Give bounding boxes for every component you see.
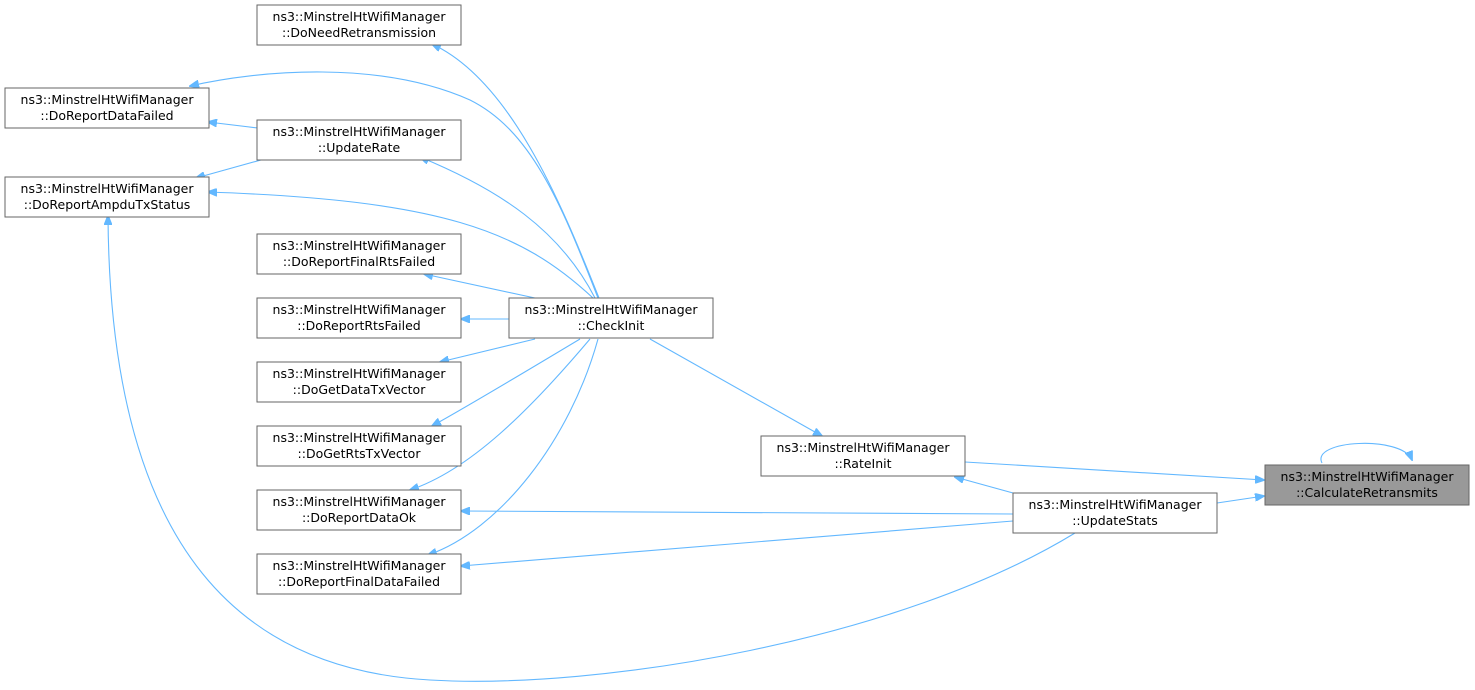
node-label-line2: ::CheckInit	[578, 318, 645, 333]
node-calculate-retransmits[interactable]: ns3::MinstrelHtWifiManager ::CalculateRe…	[1264, 464, 1470, 506]
edge-checkinit-to-rateinit	[649, 338, 822, 436]
node-label-line1: ns3::MinstrelHtWifiManager	[273, 366, 447, 381]
edge-doreportampdutxstatus-to-checkinit	[208, 192, 594, 299]
node-label-line1: ns3::MinstrelHtWifiManager	[525, 302, 699, 317]
node-label-line2: ::DoNeedRetransmission	[282, 25, 436, 40]
node-label-line2: ::DoReportDataFailed	[40, 108, 173, 123]
node-label-line2: ::CalculateRetransmits	[1296, 485, 1438, 500]
node-do-report-ampdu-tx-status[interactable]: ns3::MinstrelHtWifiManager ::DoReportAmp…	[4, 176, 210, 218]
node-label-line1: ns3::MinstrelHtWifiManager	[273, 430, 447, 445]
node-label-line2: ::DoGetRtsTxVector	[298, 446, 422, 461]
edge-dogetrtstxvector-to-checkinit	[432, 338, 581, 426]
node-label-line1: ns3::MinstrelHtWifiManager	[1029, 497, 1203, 512]
edge-doneedretransmission-to-checkinit	[432, 44, 600, 299]
edge-rateinit-to-calculateretransmits	[964, 461, 1264, 480]
node-label-line2: ::RateInit	[834, 456, 891, 471]
node-do-report-rts-failed[interactable]: ns3::MinstrelHtWifiManager ::DoReportRts…	[256, 297, 462, 339]
edge-doreportdataok-to-updatestats	[461, 511, 1014, 514]
node-label-line1: ns3::MinstrelHtWifiManager	[273, 238, 447, 253]
edge-doreportfinaldatafailed-to-updatestats	[461, 520, 1014, 566]
node-label-line1: ns3::MinstrelHtWifiManager	[273, 302, 447, 317]
node-do-get-rts-tx-vector[interactable]: ns3::MinstrelHtWifiManager ::DoGetRtsTxV…	[256, 425, 462, 467]
node-label-line2: ::DoReportDataOk	[302, 510, 417, 525]
node-do-need-retransmission[interactable]: ns3::MinstrelHtWifiManager ::DoNeedRetra…	[256, 4, 462, 46]
edge-doreportampdutxstatus-to-updatestats	[108, 216, 1076, 682]
edge-doreportfinalrtsfailed-to-checkinit	[424, 274, 536, 299]
node-do-report-final-rts-failed[interactable]: ns3::MinstrelHtWifiManager ::DoReportFin…	[256, 233, 462, 275]
node-label-line1: ns3::MinstrelHtWifiManager	[21, 92, 195, 107]
edge-updaterate-to-checkinit	[420, 157, 596, 299]
node-rate-init[interactable]: ns3::MinstrelHtWifiManager ::RateInit	[760, 435, 966, 477]
node-label-line2: ::DoGetDataTxVector	[293, 382, 427, 397]
node-label-line1: ns3::MinstrelHtWifiManager	[777, 440, 951, 455]
node-do-report-data-ok[interactable]: ns3::MinstrelHtWifiManager ::DoReportDat…	[256, 489, 462, 531]
node-update-rate[interactable]: ns3::MinstrelHtWifiManager ::UpdateRate	[256, 119, 462, 161]
edge-dogetdatatxvector-to-checkinit	[440, 338, 536, 362]
node-label-line2: ::UpdateRate	[318, 140, 401, 155]
node-do-get-data-tx-vector[interactable]: ns3::MinstrelHtWifiManager ::DoGetDataTx…	[256, 361, 462, 403]
node-label-line1: ns3::MinstrelHtWifiManager	[21, 181, 195, 196]
edge-doreportdatafailed-to-updaterate	[208, 122, 259, 129]
node-label-line2: ::DoReportFinalRtsFailed	[283, 254, 435, 269]
edge-doreportfinaldatafailed-to-checkinit	[428, 338, 599, 555]
node-label-line2: ::DoReportAmpduTxStatus	[24, 197, 191, 212]
node-update-stats[interactable]: ns3::MinstrelHtWifiManager ::UpdateStats	[1012, 492, 1218, 534]
node-label-line1: ns3::MinstrelHtWifiManager	[273, 124, 447, 139]
node-label-line1: ns3::MinstrelHtWifiManager	[273, 494, 447, 509]
edges	[108, 44, 1412, 682]
node-do-report-final-data-failed[interactable]: ns3::MinstrelHtWifiManager ::DoReportFin…	[256, 553, 462, 595]
node-label-line2: ::DoReportRtsFailed	[297, 318, 421, 333]
node-check-init[interactable]: ns3::MinstrelHtWifiManager ::CheckInit	[508, 297, 714, 339]
nodes: ns3::MinstrelHtWifiManager ::CalculateRe…	[4, 4, 1470, 595]
node-label-line1: ns3::MinstrelHtWifiManager	[273, 558, 447, 573]
node-label-line2: ::UpdateStats	[1072, 513, 1158, 528]
node-label-line2: ::DoReportFinalDataFailed	[278, 574, 440, 589]
edge-updatestats-to-rateinit	[955, 477, 1014, 494]
node-do-report-data-failed[interactable]: ns3::MinstrelHtWifiManager ::DoReportDat…	[4, 87, 210, 129]
edge-updatestats-to-calculateretransmits	[1216, 496, 1264, 504]
node-label-line1: ns3::MinstrelHtWifiManager	[1281, 469, 1455, 484]
node-label-line1: ns3::MinstrelHtWifiManager	[273, 9, 447, 24]
edge-doreportampdutxstatus-to-updaterate	[196, 157, 269, 178]
edge-calculateretransmits-self	[1320, 442, 1412, 464]
edge-doreportdataok-to-checkinit	[410, 338, 591, 490]
edge-doreportdatafailed-to-checkinit	[190, 71, 599, 299]
